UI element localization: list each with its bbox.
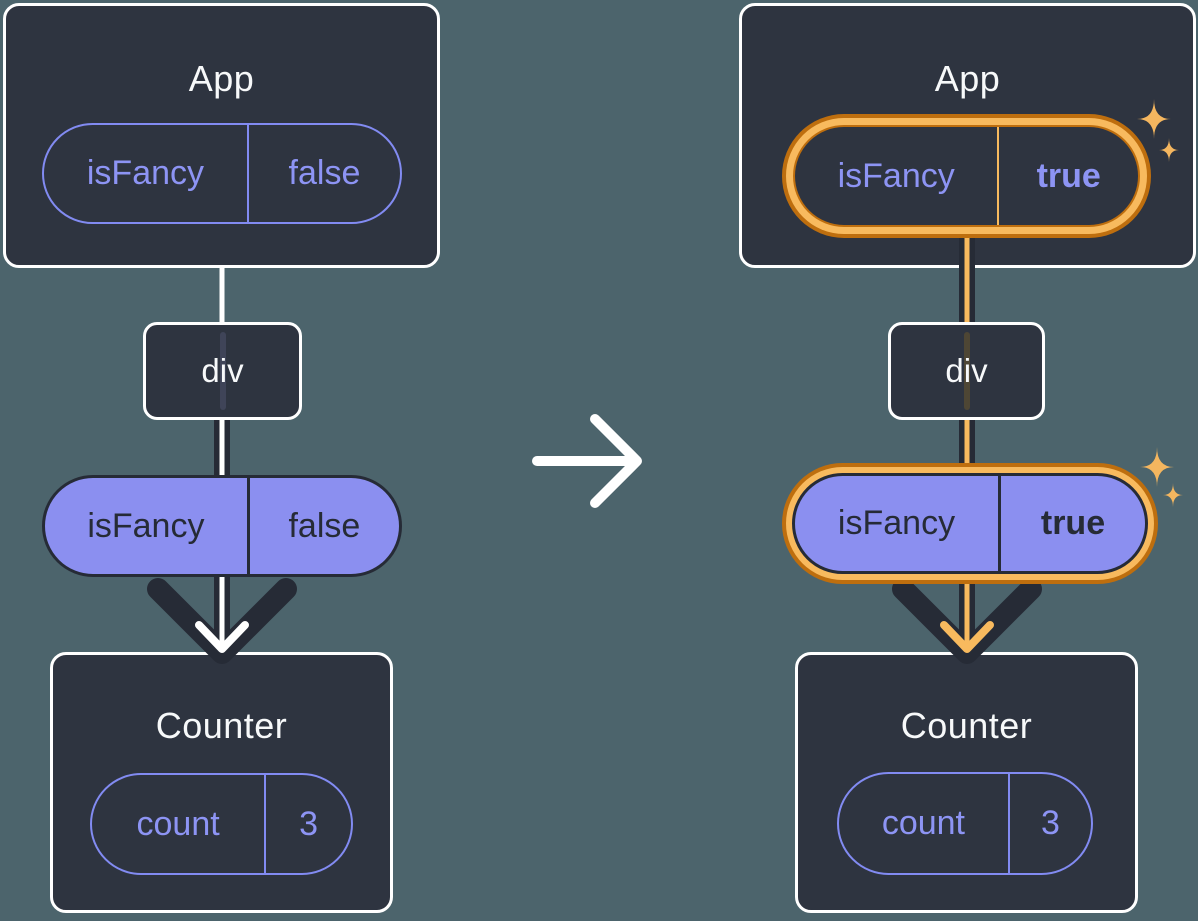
after-app-title: App <box>934 58 1001 99</box>
transition-arrow-right-icon <box>532 414 642 508</box>
state-name: count <box>92 775 267 873</box>
before-flow-chevron <box>147 578 297 664</box>
state-value: 3 <box>1040 804 1060 842</box>
before-app-title: App <box>188 58 255 99</box>
after-arrow-down-icon <box>940 621 994 653</box>
state-value: 3 <box>299 804 319 843</box>
after-counter-title: Counter <box>900 705 1033 746</box>
before-arrow-down-icon <box>195 621 249 653</box>
before-counter-title: Counter <box>155 705 288 746</box>
state-name: count <box>839 774 1010 873</box>
before-counter-state-pill: count 3 <box>90 773 353 875</box>
after-flow-chevron <box>892 578 1042 664</box>
after-counter-state-pill: count 3 <box>837 772 1093 875</box>
after-counter-card: Counter count 3 <box>795 652 1138 913</box>
before-counter-card: Counter count 3 <box>50 652 393 913</box>
